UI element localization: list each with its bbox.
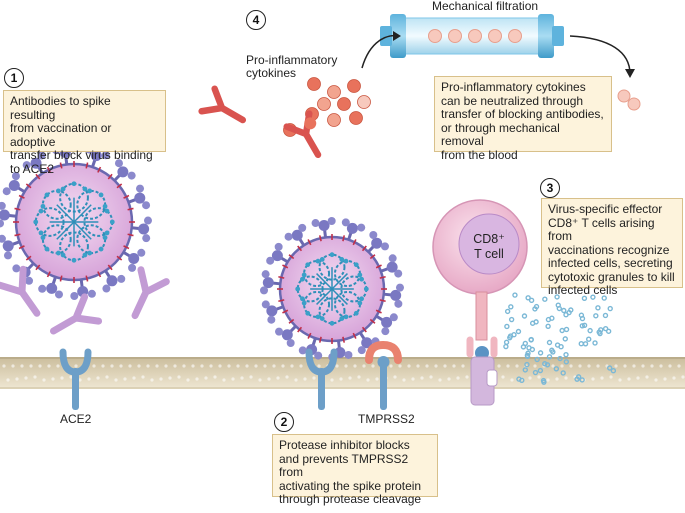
step-3-line: vaccinations recognize <box>548 242 670 257</box>
step-2-line: through protease cleavage <box>279 492 422 506</box>
step-1-line: to ACE2 <box>10 161 55 176</box>
cytokines-label-line: Pro-inflammatory <box>246 53 338 67</box>
step-1-line: transfer block virus binding <box>10 148 153 162</box>
filtered-cytokines <box>617 89 641 111</box>
step-3-description: Virus-specific effector CD8⁺ T cells ari… <box>541 198 683 297</box>
cytokines-label: Pro-inflammatory cytokines <box>246 54 337 80</box>
cytokines-label-line: cytokines <box>246 66 297 80</box>
antibody-purple-2 <box>49 293 103 335</box>
step-4-description: Pro-inflammatory cytokines can be neutra… <box>434 76 612 161</box>
antibody-purple-3 <box>131 266 170 320</box>
step-2-line: Protease inhibitor blocks <box>279 438 410 452</box>
step-1-description: Antibodies to spike resulting from vacci… <box>3 90 166 175</box>
step-3-line: CD8⁺ T cells arising from <box>548 215 655 243</box>
step-3-line: Virus-specific effector <box>548 202 663 216</box>
step-4-line: can be neutralized through <box>441 93 584 108</box>
step-1-line: from vaccination or adoptive <box>10 121 112 149</box>
filtration-device <box>380 14 564 58</box>
ace2-receptor-2 <box>305 348 338 410</box>
antibody-red-3 <box>304 117 317 130</box>
virus-particle-2 <box>260 217 404 361</box>
virus-particle-1 <box>0 144 152 300</box>
step-badge-4: 4 <box>246 10 266 30</box>
cytokine-molecules <box>283 77 371 137</box>
t-cell-label-line: CD8⁺ <box>473 232 505 246</box>
t-cell <box>432 199 528 406</box>
step-badge-1: 1 <box>4 68 24 88</box>
step-4-line: from the blood <box>441 147 518 162</box>
ace2-label: ACE2 <box>60 412 92 426</box>
mechanical-filtration-label: Mechanical filtration <box>432 0 539 13</box>
step-2-line: activating the spike protein <box>279 478 422 493</box>
antibody-purple-1 <box>0 265 41 317</box>
flow-arrows <box>361 31 635 78</box>
t-cell-label: CD8⁺ T cell <box>464 232 514 262</box>
cytotoxic-granules <box>503 292 617 385</box>
step-3-line: cytotoxic granules to kill <box>548 269 675 284</box>
t-cell-label-line: T cell <box>474 247 504 261</box>
tmprss2-protease <box>365 340 402 410</box>
ace2-receptor-1 <box>59 348 92 410</box>
step-3-line: infected cells <box>548 283 618 297</box>
tmprss2-label: TMPRSS2 <box>358 412 415 426</box>
step-1-line: Antibodies to spike resulting <box>10 94 111 122</box>
cell-membrane <box>0 357 685 389</box>
step-4-line: or through mechanical removal <box>441 120 560 148</box>
step-badge-2: 2 <box>274 412 294 432</box>
step-4-line: transfer of blocking antibodies, <box>441 107 604 121</box>
step-badge-3: 3 <box>540 178 560 198</box>
step-4-line: Pro-inflammatory cytokines <box>441 80 586 94</box>
step-2-description: Protease inhibitor blocks and prevents T… <box>272 434 438 506</box>
step-2-line: and prevents TMPRSS2 from <box>279 451 409 479</box>
antibody-red-1 <box>198 85 247 124</box>
step-3-line: infected cells, secreting <box>548 256 673 270</box>
